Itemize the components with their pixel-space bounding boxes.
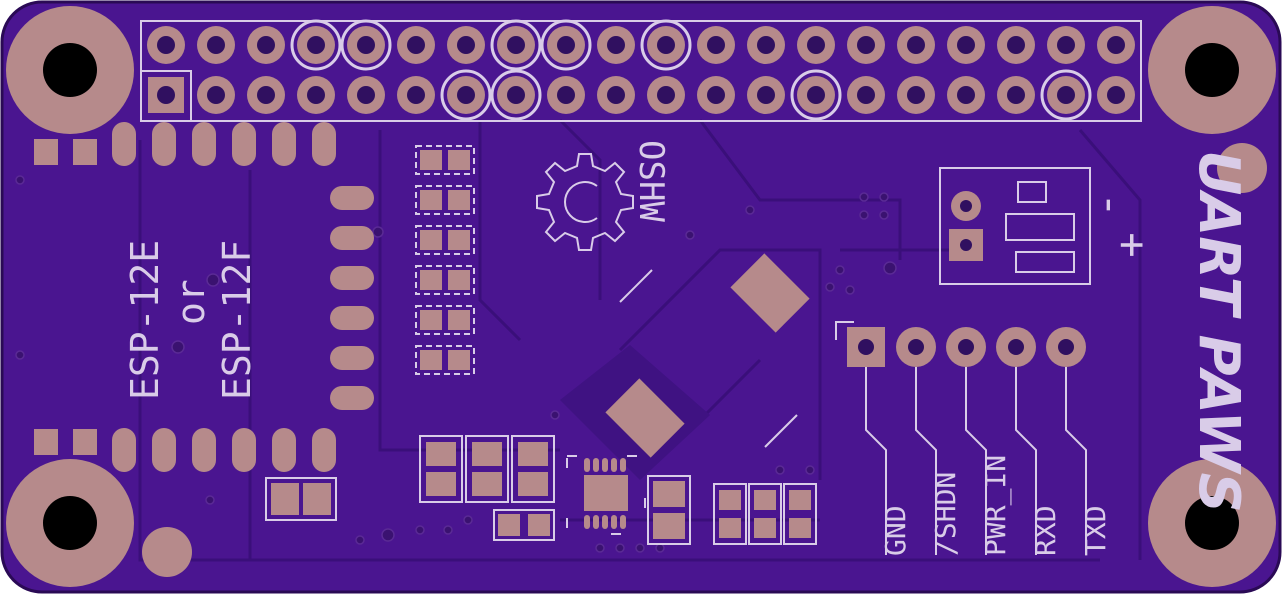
smd-components bbox=[265, 435, 817, 545]
pin-label-gnd: GND bbox=[879, 505, 912, 556]
mounting-hole-bottom-left bbox=[6, 459, 134, 587]
mounting-hole-icon bbox=[43, 43, 97, 97]
mounting-hole-bottom-right bbox=[1148, 459, 1276, 587]
mounting-hole-icon bbox=[1185, 43, 1239, 97]
pin-label-pwr-in: PWR_IN bbox=[979, 455, 1013, 556]
polarity-plus: + bbox=[1106, 232, 1155, 257]
fiducial-left bbox=[142, 527, 192, 577]
mounting-hole-icon bbox=[43, 496, 97, 550]
module-label: ESP-12E or ESP-12F bbox=[123, 240, 259, 400]
battery-connector: - + bbox=[939, 167, 1155, 285]
serial-header: GND /SHDN PWR_IN RXD TXD bbox=[835, 321, 1112, 556]
brand-text: UART PAWS bbox=[1186, 150, 1251, 513]
module-label-or: or bbox=[169, 279, 213, 325]
gpio-header bbox=[140, 19, 1142, 122]
module-label-esp12f: ESP-12F bbox=[215, 240, 259, 400]
diamond-caps bbox=[605, 253, 810, 458]
module-label-esp12e: ESP-12E bbox=[123, 240, 167, 400]
mounting-hole-icon bbox=[1185, 496, 1239, 550]
polarity-minus: - bbox=[1081, 192, 1130, 217]
resistor-array bbox=[415, 145, 475, 375]
fiducial-right bbox=[1217, 143, 1267, 193]
mounting-hole-top-left bbox=[6, 6, 134, 134]
pin-label-rxd: RXD bbox=[1029, 505, 1062, 556]
mounting-hole-top-right bbox=[1148, 6, 1276, 134]
oshw-text: OSHW bbox=[631, 140, 671, 222]
pin-label-txd: TXD bbox=[1079, 505, 1112, 556]
esp-module-footprint bbox=[34, 122, 374, 472]
pin-label-shdn: /SHDN bbox=[929, 472, 962, 556]
gear-icon bbox=[536, 153, 634, 251]
oshw-logo: OSHW bbox=[536, 140, 671, 303]
